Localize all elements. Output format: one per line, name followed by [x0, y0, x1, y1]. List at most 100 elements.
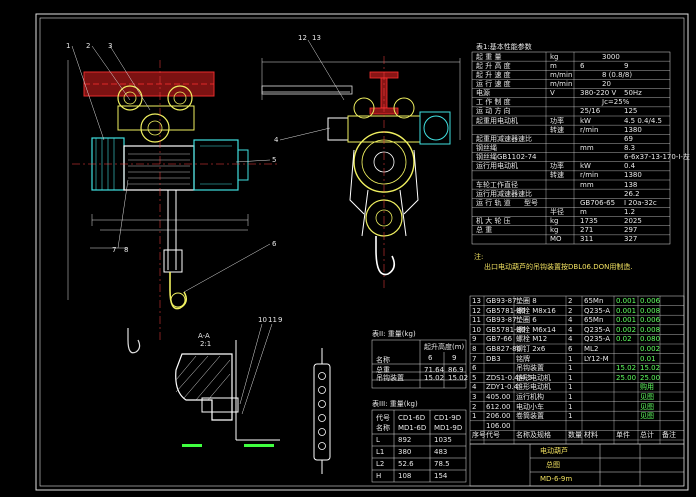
wt1-header-2: 9: [452, 354, 457, 362]
parts-row-4-4: Q235-A: [584, 335, 611, 344]
parts-header-6: 总计: [640, 431, 654, 440]
params-row-17-unit: 半径: [550, 208, 564, 217]
callout-2: 2: [86, 42, 91, 50]
parts-row-2-6: 0.006: [640, 316, 661, 325]
params-row-1-value-b: 9: [624, 61, 629, 70]
section-view: [175, 323, 280, 447]
parts-row-2-0: 11: [472, 316, 481, 325]
parts-header-4: 材料: [584, 431, 598, 440]
wt2-row-1-1: 892: [398, 436, 412, 444]
wt2-header-1: CD1-6D: [398, 414, 426, 422]
callout-6: 6: [272, 240, 277, 248]
parts-header-5: 单件: [616, 431, 630, 440]
title-block-grid: [469, 443, 685, 487]
parts-row-1-4: Q235-A: [584, 306, 611, 315]
wt2-header-2: CD1-9D: [434, 414, 462, 422]
wt2-row-4-1: 108: [398, 472, 412, 480]
wt2-row-1-2: 1035: [434, 436, 452, 444]
callout-11: 11: [268, 316, 277, 324]
callout-13: 13: [312, 34, 321, 42]
parts-row-2-1: GB93-87: [486, 316, 517, 325]
params-row-2-unit: m/min: [550, 70, 573, 79]
parts-row-9-3: 1: [568, 383, 573, 392]
params-row-11-value-b: 6-6x37-13-170-I-左: [624, 153, 690, 162]
parts-row-3-4: Q235-A: [584, 325, 611, 334]
parts-row-5-1: GB827-86: [486, 345, 522, 353]
params-row-5-label: 工 作 制 度: [476, 98, 511, 107]
callout-4: 4: [274, 136, 279, 144]
params-row-20-value-b: 327: [624, 235, 638, 244]
parts-row-5-2: 铆钉 2x6: [516, 345, 546, 353]
params-row-1-label: 起 升 高 度: [476, 61, 511, 70]
params-row-18-value-b: 2025: [624, 217, 642, 226]
callout-8: 8: [124, 246, 129, 254]
parts-row-1-2: 螺栓 M8x16: [516, 306, 556, 315]
params-row-11-label: 钢丝绳GB1102-74: [476, 153, 537, 162]
params-row-10-value-a: mm: [580, 144, 594, 153]
parts-row-12-0: 1: [472, 412, 477, 421]
params-row-6-value-a: 25/16: [580, 107, 601, 116]
parts-row-3-1: GB5781-86: [486, 325, 526, 334]
parts-row-0-1: GB93-87: [486, 297, 517, 305]
params-row-14-value-b: 138: [624, 180, 638, 189]
parts-row-1-5: 0.001: [616, 306, 637, 315]
parts-row-2-3: 4: [568, 316, 573, 325]
parts-row-10-2: 运行机构: [516, 393, 544, 401]
params-row-6-value-b: 125: [624, 107, 638, 116]
parts-row-3-0: 10: [472, 325, 481, 334]
params-row-12-unit: 功率: [550, 162, 564, 171]
wt2-row-3-0: L2: [376, 460, 385, 468]
parts-row-1-0: 12: [472, 306, 481, 315]
wt1-row-2-b: 15.02: [448, 374, 469, 382]
parts-row-10-6: 见图: [640, 393, 654, 401]
parts-row-12-2: 卷筒装置: [516, 412, 544, 421]
params-row-17-value-a: m: [580, 208, 587, 217]
parts-row-6-6: 0.01: [640, 354, 656, 363]
wt2-row-3-2: 78.5: [434, 460, 450, 468]
parts-row-6-3: 1: [568, 354, 573, 363]
parts-row-0-2: 垫圈 8: [516, 297, 537, 305]
weight-table-2-title: 表III: 重量(kg): [372, 400, 418, 408]
parts-row-2-4: 65Mn: [584, 316, 604, 325]
wt2-row-4-0: H: [376, 472, 382, 480]
parts-row-2-2: 垫圈 6: [516, 316, 537, 325]
parts-row-4-1: GB7-66: [486, 335, 513, 344]
params-row-1-value-a: 6: [580, 61, 585, 70]
params-row-19-value-a: 271: [580, 226, 594, 235]
parts-row-9-0: 4: [472, 383, 477, 392]
weight-table-1-grid: [371, 339, 467, 389]
params-row-7-label: 起重用电动机: [476, 116, 518, 125]
parts-row-1-3: 2: [568, 306, 573, 315]
params-row-19-label: 总 重: [476, 226, 493, 235]
parts-row-5-3: 6: [568, 345, 573, 353]
parts-row-13-1: 106.00: [486, 421, 511, 430]
parts-row-9-1: ZDY1-0.4: [486, 383, 519, 392]
params-row-2-value: 8 (0.8/8): [602, 70, 633, 79]
side-view: [261, 39, 461, 290]
callout-9: 9: [278, 316, 283, 324]
title-code: MD-6-9m: [540, 475, 573, 483]
parts-row-5-4: ML2: [584, 345, 599, 353]
callout-1: 1: [66, 42, 71, 50]
callout-3: 3: [108, 42, 113, 50]
parts-row-7-3: 1: [568, 364, 573, 373]
parts-row-7-0: 6: [472, 364, 477, 373]
parts-row-1-1: GB5781-86: [486, 306, 526, 315]
callout-12: 12: [298, 34, 307, 42]
parts-row-0-0: 13: [472, 297, 481, 305]
params-row-9-value-b: 69: [624, 134, 633, 143]
parts-row-0-3: 2: [568, 297, 573, 305]
wt2-row-1-0: L: [376, 436, 380, 444]
parts-header-2: 名称及规格: [516, 431, 551, 440]
parts-row-4-5: 0.02: [616, 335, 632, 344]
callout-5: 5: [272, 156, 277, 164]
parts-row-0-5: 0.001: [616, 297, 637, 305]
parts-row-6-0: 7: [472, 354, 477, 363]
parts-row-12-3: 1: [568, 412, 573, 421]
parts-header-7: 备注: [662, 431, 676, 440]
params-row-18-value-a: 1735: [580, 217, 598, 226]
parts-row-12-6: 见图: [640, 412, 654, 421]
drawing-border: [35, 13, 689, 491]
inner-border: [39, 17, 685, 487]
wt1-row-1-name: 总重: [376, 366, 390, 374]
